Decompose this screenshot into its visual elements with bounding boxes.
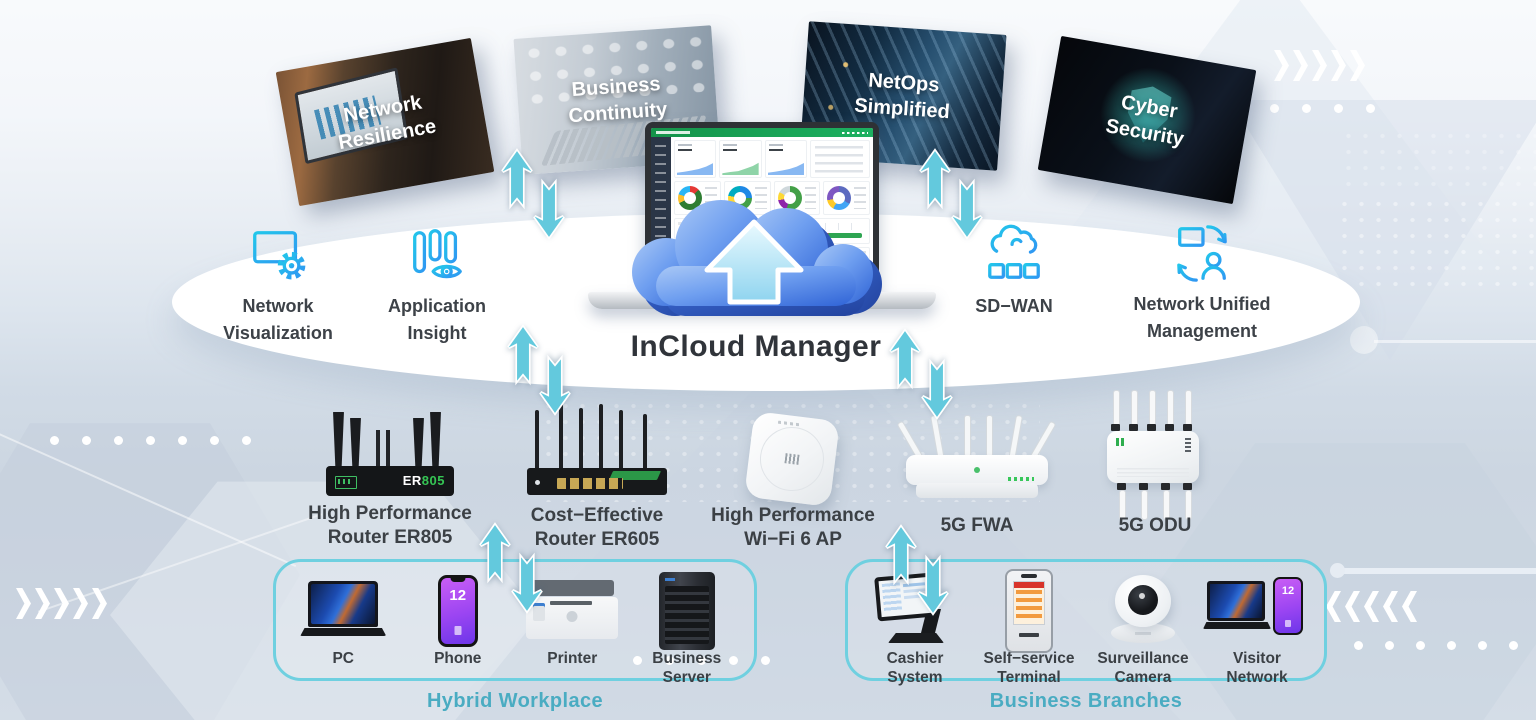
bg-circuit-line (1374, 340, 1536, 343)
5g-odu-art (1105, 390, 1205, 524)
chevrons-left-decor (1326, 591, 1417, 622)
page-title: InCloud Manager (630, 330, 882, 363)
arrows-tiles-cloud-right (918, 149, 990, 252)
router-er805-art: ER805 (316, 398, 464, 498)
arrows-tiles-cloud-left (500, 149, 572, 252)
bg-circuit-line (1332, 568, 1536, 574)
er805-badge: ER805 (402, 473, 445, 488)
printer-art (526, 580, 619, 642)
endpoint-label: Phone (434, 650, 482, 667)
arrows-cloud-devices-left (506, 325, 578, 428)
bg-circuit-node (1350, 326, 1378, 354)
smartphone-art: 12 (437, 575, 478, 647)
bg-circuit-node (1330, 563, 1345, 578)
upload-arrow-icon (704, 219, 804, 305)
chevrons-right-decor (1274, 50, 1365, 81)
arrows-devices-branches (884, 525, 956, 628)
router-er605-art (527, 402, 667, 500)
monitor-gear-icon (253, 231, 306, 280)
device-5g-fwa: 5G FWA (892, 414, 1062, 536)
feature-label: SD−WAN (975, 296, 1053, 316)
cashier-pos-art (872, 572, 958, 649)
kiosk-art (1005, 569, 1053, 653)
wifi6-ap-art (738, 411, 848, 508)
upload-cloud-icon (632, 200, 882, 316)
donut-chart (823, 181, 870, 215)
endpoint-pc: PC (288, 570, 398, 669)
endpoint-label: Printer (547, 650, 598, 667)
group-title-business-branches: Business Branches (989, 690, 1183, 712)
arrows-cloud-devices-right (888, 329, 960, 432)
chevrons-right-decor (16, 588, 107, 619)
donut-chart (773, 181, 821, 215)
stat-card (719, 140, 762, 178)
5g-fwa-art (896, 414, 1057, 511)
stat-card (674, 140, 717, 178)
dots-row (50, 436, 251, 445)
device-label: 5G ODU (1118, 515, 1192, 536)
feature-sd-wan: SD−WAN (914, 224, 1114, 320)
bg-dot-grid (1336, 196, 1536, 292)
cloud-servers-icon (988, 224, 1040, 279)
stat-card (764, 140, 807, 178)
dots-row (1270, 104, 1375, 113)
alerts-panel (809, 140, 870, 178)
group-title-hybrid-workplace: Hybrid Workplace (426, 690, 604, 712)
endpoint-label: PC (332, 650, 355, 667)
monitor-user-sync-icon (1177, 225, 1227, 282)
device-5g-odu: 5G ODU (1075, 390, 1235, 536)
server-tower-art (658, 572, 715, 650)
endpoint-printer: Printer (517, 570, 627, 669)
dashboard-header-bar (651, 128, 873, 137)
camera-art (1105, 575, 1181, 647)
bg-dot-grid (1340, 128, 1536, 194)
visitor-devices-art: 12 (1203, 575, 1307, 647)
dots-row (1354, 641, 1518, 650)
endpoint-phone: 12 Phone (403, 570, 513, 669)
arrows-devices-hybrid (478, 523, 550, 626)
laptop-pc-art (299, 581, 387, 641)
bars-eye-icon (413, 229, 462, 279)
device-label: 5G FWA (940, 515, 1014, 536)
